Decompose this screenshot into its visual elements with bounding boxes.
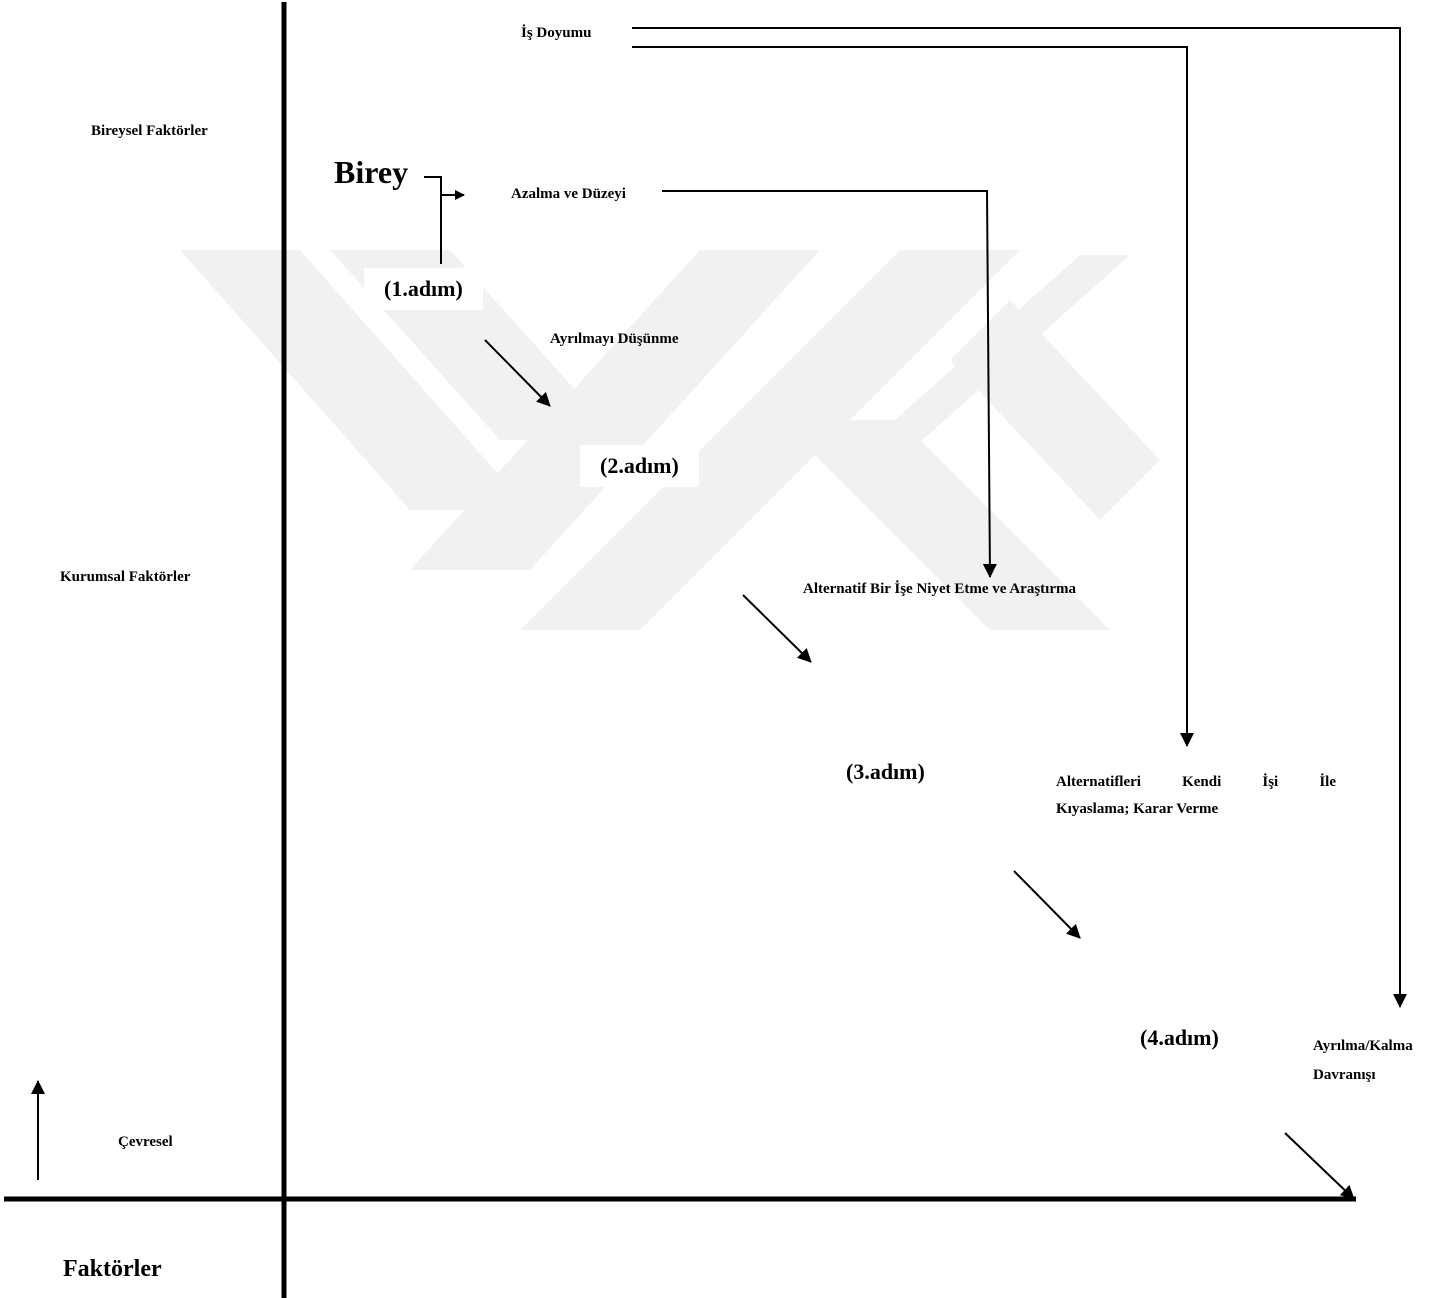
step-arrow-2 [742,594,812,663]
kiyaslama-line-1: Alternatifleri Kendi İşi İle [1056,769,1336,796]
label-birey: Birey [334,154,409,190]
label-ayrilma-kalma-1: Ayrılma/Kalma [1313,1038,1413,1054]
label-kiyaslama: Alternatifleri Kendi İşi İle Kıyaslama; … [1056,769,1336,823]
connector-is-doyumu-to-kiyaslama [632,46,1194,747]
step-arrow-4 [1284,1132,1355,1200]
kiyaslama-line-2: Kıyaslama; Karar Verme [1056,801,1219,817]
label-azalma-ve-duzeyi: Azalma ve Düzeyi [511,186,626,202]
label-step-3: (3.adım) [846,759,925,784]
label-is-doyumu: İş Doyumu [521,25,592,41]
label-ayrilma-kalma-2: Davranışı [1313,1067,1376,1083]
label-ayrilmayi-dusunme: Ayrılmayı Düşünme [550,331,679,347]
kiyaslama-word-2: Kendi [1182,774,1222,790]
label-alternatif-is: Alternatif Bir İşe Niyet Etme ve Araştır… [803,581,1076,597]
kiyaslama-word-3: İşi [1262,774,1279,790]
connector-azalma-to-alternatif [662,190,997,578]
label-faktorler: Faktörler [63,1256,162,1282]
step-arrow-3 [1013,870,1081,939]
connector-is-doyumu-to-ayrilma [632,27,1407,1008]
kiyaslama-word-1: Alternatifleri [1056,774,1141,790]
step-arrow-1 [484,339,551,407]
watermark-logo [180,250,1160,630]
connector-birey-bracket [424,176,442,264]
kiyaslama-word-4: İle [1319,774,1336,790]
label-step-1: (1.adım) [364,268,483,310]
label-step-2: (2.adım) [580,445,699,487]
label-kurumsal-faktorler: Kurumsal Faktörler [60,569,191,585]
label-cevresel: Çevresel [118,1134,173,1150]
label-step-4: (4.adım) [1140,1025,1219,1050]
label-bireysel-faktorler: Bireysel Faktörler [91,123,208,139]
